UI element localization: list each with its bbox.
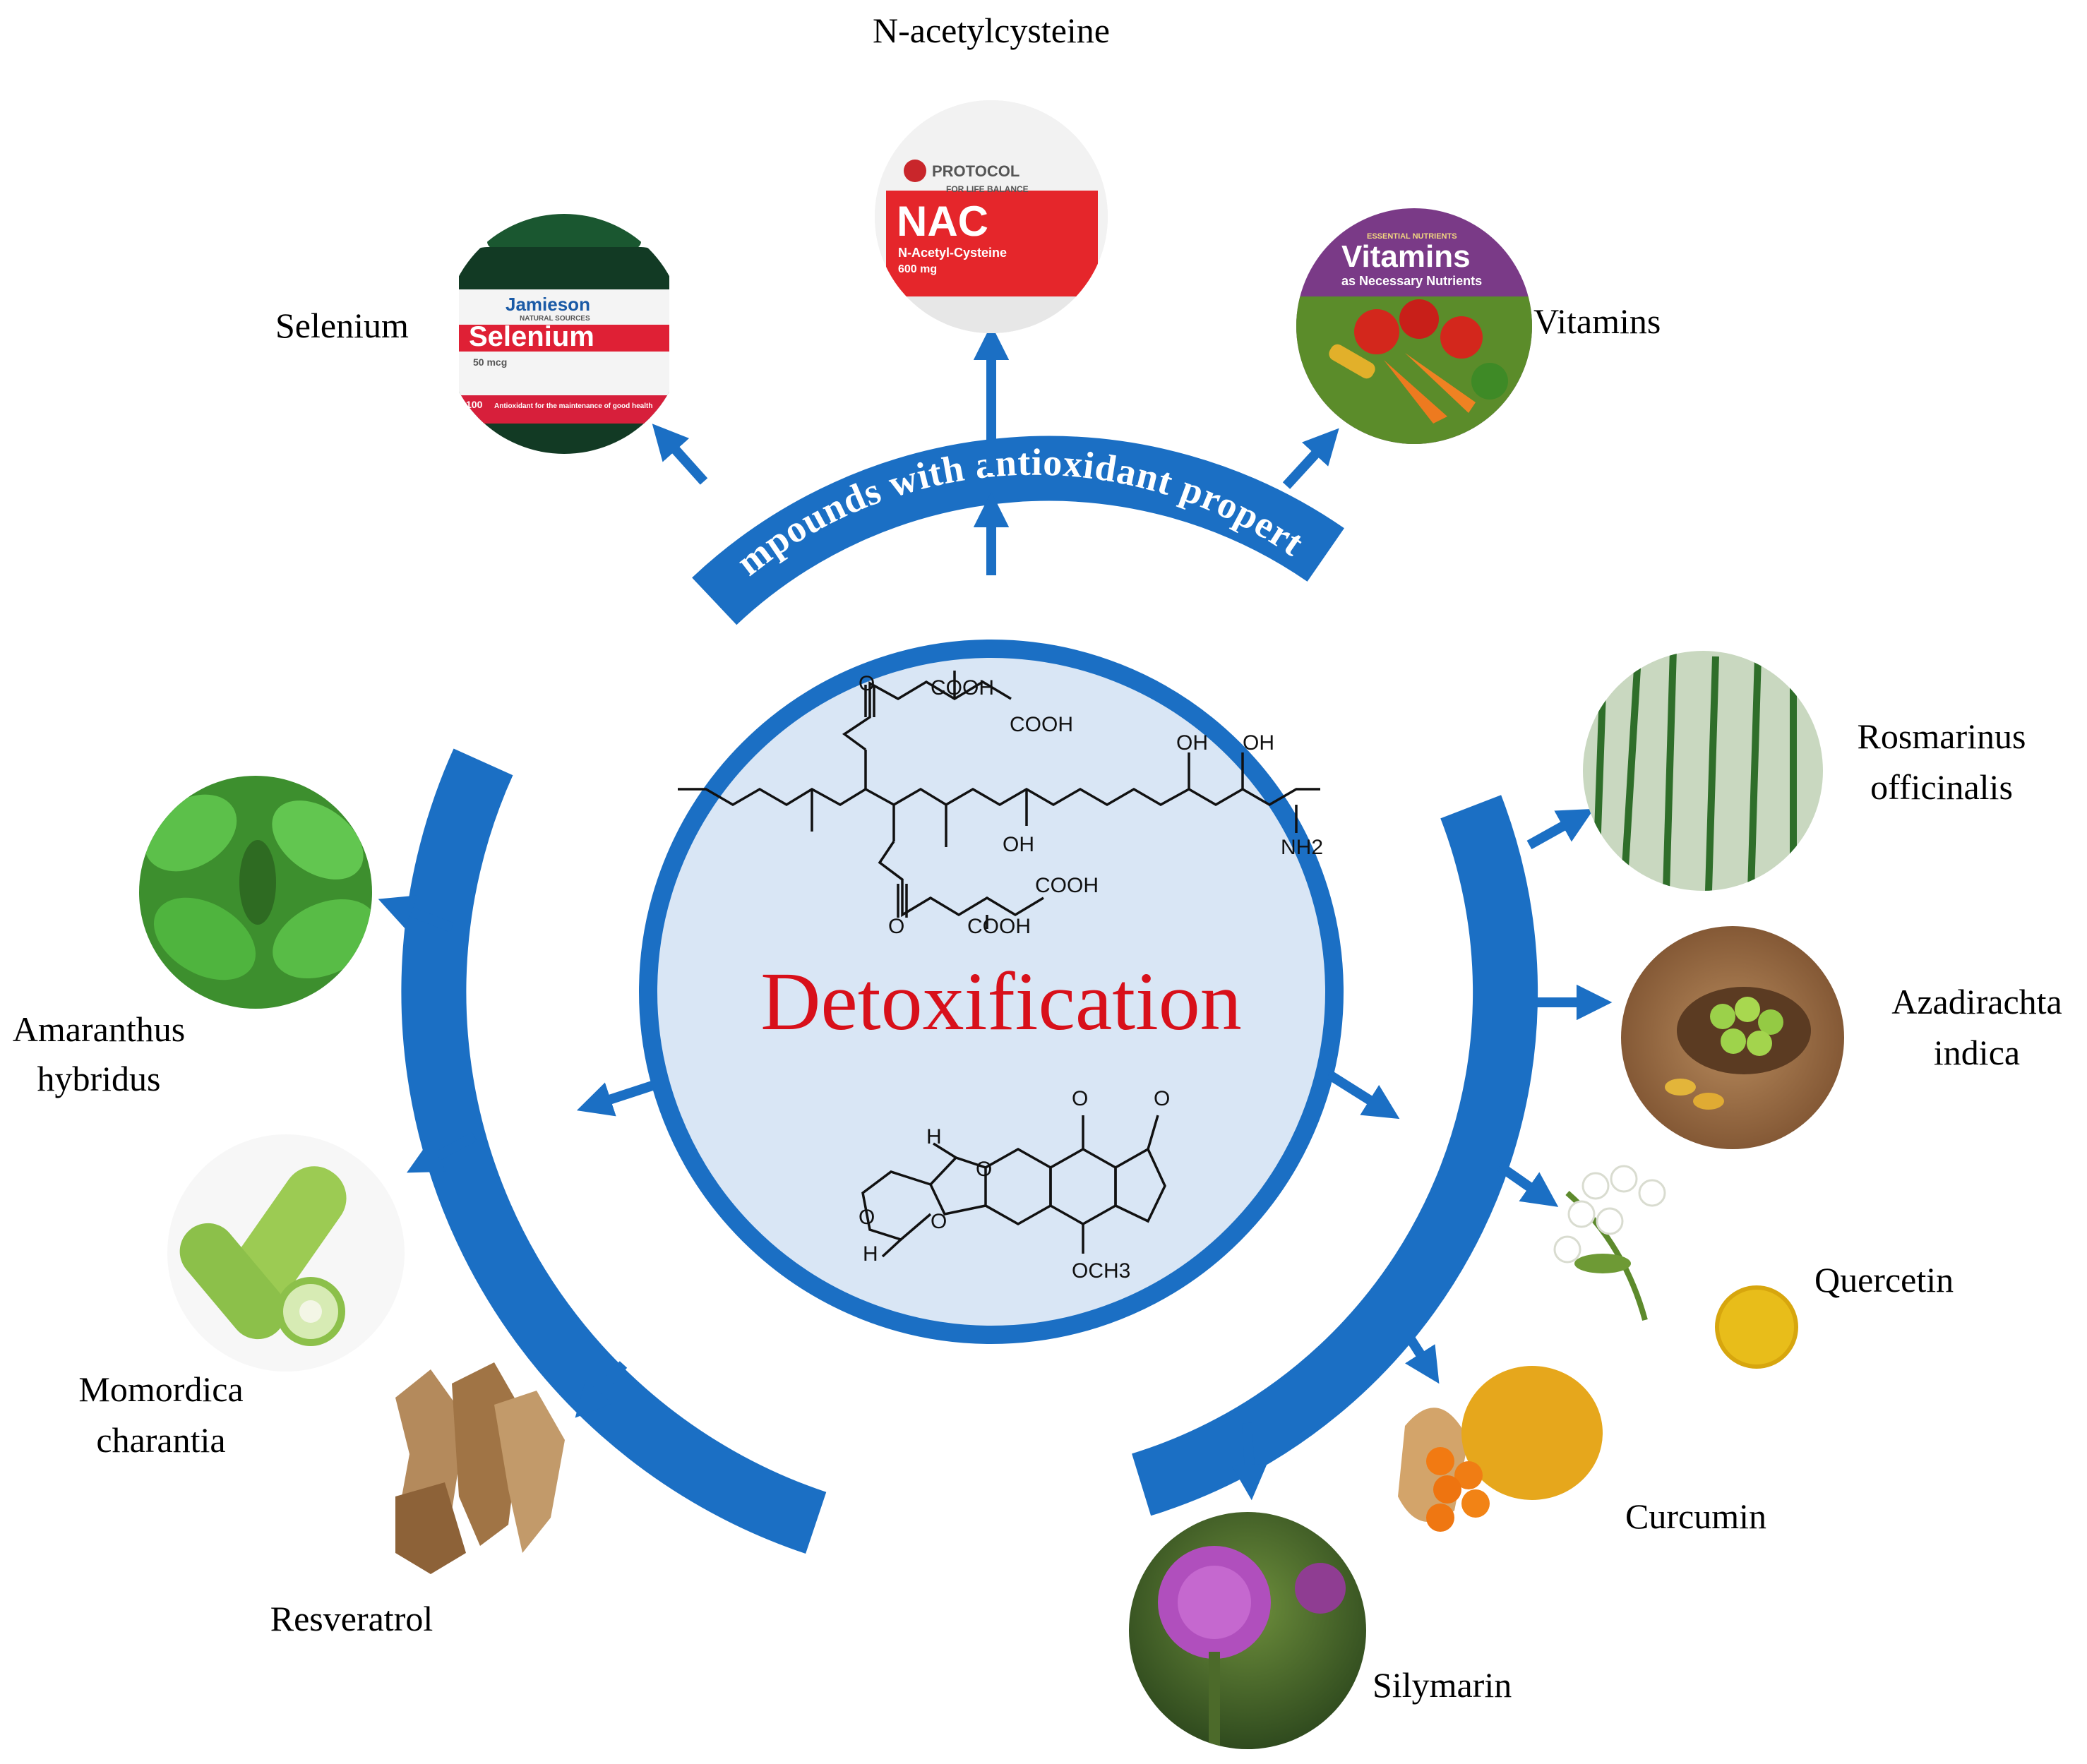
label-amaranthus-2: hybridus	[37, 1059, 161, 1098]
selenium-count: 100	[466, 399, 483, 410]
label-azadirachta-2: indica	[1934, 1033, 2020, 1072]
arrow-to-selenium	[652, 424, 708, 485]
arc-food	[401, 748, 827, 1554]
selenium-brand-sub: NATURAL SOURCES	[520, 315, 590, 323]
quercetin-image	[1553, 1165, 1798, 1369]
label-rosmarinus-1: Rosmarinus	[1858, 716, 2026, 756]
chem-label: NH2	[1281, 836, 1323, 859]
arrow-center-to-food	[576, 1081, 654, 1117]
selenium-dose: 50 mcg	[473, 356, 507, 368]
chem-label: O	[1072, 1087, 1088, 1110]
arrow-to-rosmarinus	[1526, 808, 1594, 850]
chem-label: O	[931, 1210, 947, 1233]
nac-tagline: FOR LIFE BALANCE	[946, 184, 1029, 194]
arrow-to-momordica	[407, 1132, 477, 1173]
arrow-to-curcumin	[1395, 1319, 1440, 1384]
fumonisin-structure: O COOH COOH OH OH OH NH2 COOH COOH O	[678, 671, 1323, 938]
resveratrol-image	[395, 1362, 565, 1574]
arrow-to-silymarin	[1231, 1422, 1267, 1501]
vitamins-name: Vitamins	[1341, 239, 1471, 274]
label-vitamins: Vitamins	[1533, 301, 1661, 341]
arrows	[378, 324, 1613, 1501]
chem-label: OH	[1003, 833, 1034, 856]
chem-label: OCH3	[1072, 1259, 1130, 1283]
selenium-note: Antioxidant for the maintenance of good …	[494, 402, 652, 410]
vitamins-top: ESSENTIAL NUTRIENTS	[1367, 232, 1457, 241]
center-title: Detoxification	[760, 955, 1242, 1048]
chem-label: COOH	[967, 915, 1031, 938]
nac-sub: N-Acetyl-Cysteine	[898, 246, 1007, 260]
label-momordica-1: Momordica	[78, 1369, 243, 1409]
azadirachta-image	[1621, 926, 1844, 1149]
center-circle	[639, 640, 1344, 1344]
vitamins-sub: as Necessary Nutrients	[1341, 274, 1482, 288]
label-nac: N-acetylcysteine	[873, 11, 1110, 50]
selenium-name: Selenium	[469, 321, 594, 352]
arc-herbs	[1132, 795, 1538, 1516]
label-silymarin: Silymarin	[1373, 1665, 1512, 1705]
arc-antioxidant	[692, 436, 1344, 625]
arrow-to-quercetin	[1497, 1162, 1559, 1207]
label-rosmarinus-2: officinalis	[1870, 767, 2013, 807]
nac-dose: 600 mg	[898, 263, 937, 275]
chem-label: OH	[1243, 731, 1274, 755]
arrow-to-vitamins	[1282, 428, 1339, 489]
rosmarinus-image	[1583, 651, 1823, 891]
aflatoxin-structure: O O H H O O O OCH3	[859, 1087, 1170, 1283]
label-amaranthus-1: Amaranthus	[13, 1009, 185, 1049]
chem-label: O	[888, 915, 904, 938]
chem-label: O	[859, 1206, 875, 1229]
label-quercetin: Quercetin	[1814, 1260, 1954, 1300]
amaranthus-image	[139, 776, 372, 1009]
nac-brand: PROTOCOL	[932, 162, 1019, 180]
selenium-brand: Jamieson	[506, 294, 590, 315]
chem-label: H	[863, 1242, 878, 1266]
chem-label: COOH	[931, 676, 994, 700]
chem-label: COOH	[1010, 713, 1073, 736]
label-curcumin: Curcumin	[1625, 1496, 1766, 1536]
arrow-to-amaranthus	[378, 895, 454, 932]
curcumin-image	[1398, 1366, 1603, 1532]
label-momordica-2: charantia	[96, 1420, 225, 1460]
arrow-to-resveratrol	[575, 1361, 628, 1418]
chem-label: O	[859, 672, 875, 695]
nac-name: NAC	[897, 198, 988, 245]
silymarin-image	[1129, 1512, 1366, 1749]
label-selenium: Selenium	[275, 306, 409, 345]
chem-label: O	[976, 1158, 992, 1181]
vitamins-image: ESSENTIAL NUTRIENTS Vitamins as Necessar…	[1296, 208, 1532, 444]
chem-label: OH	[1176, 731, 1208, 755]
arrow-center-to-herbs	[1326, 1070, 1400, 1120]
selenium-image: Jamieson NATURAL SOURCES Selenium 50 mcg…	[444, 214, 684, 454]
label-azadirachta-1: Azadirachta	[1891, 982, 2062, 1021]
nac-image: PROTOCOL FOR LIFE BALANCE NAC N-Acetyl-C…	[875, 100, 1108, 333]
chem-label: O	[1154, 1087, 1170, 1110]
chem-label: COOH	[1035, 874, 1099, 897]
momordica-image	[167, 1134, 405, 1372]
chem-label: H	[926, 1125, 942, 1148]
label-resveratrol: Resveratrol	[270, 1599, 433, 1638]
